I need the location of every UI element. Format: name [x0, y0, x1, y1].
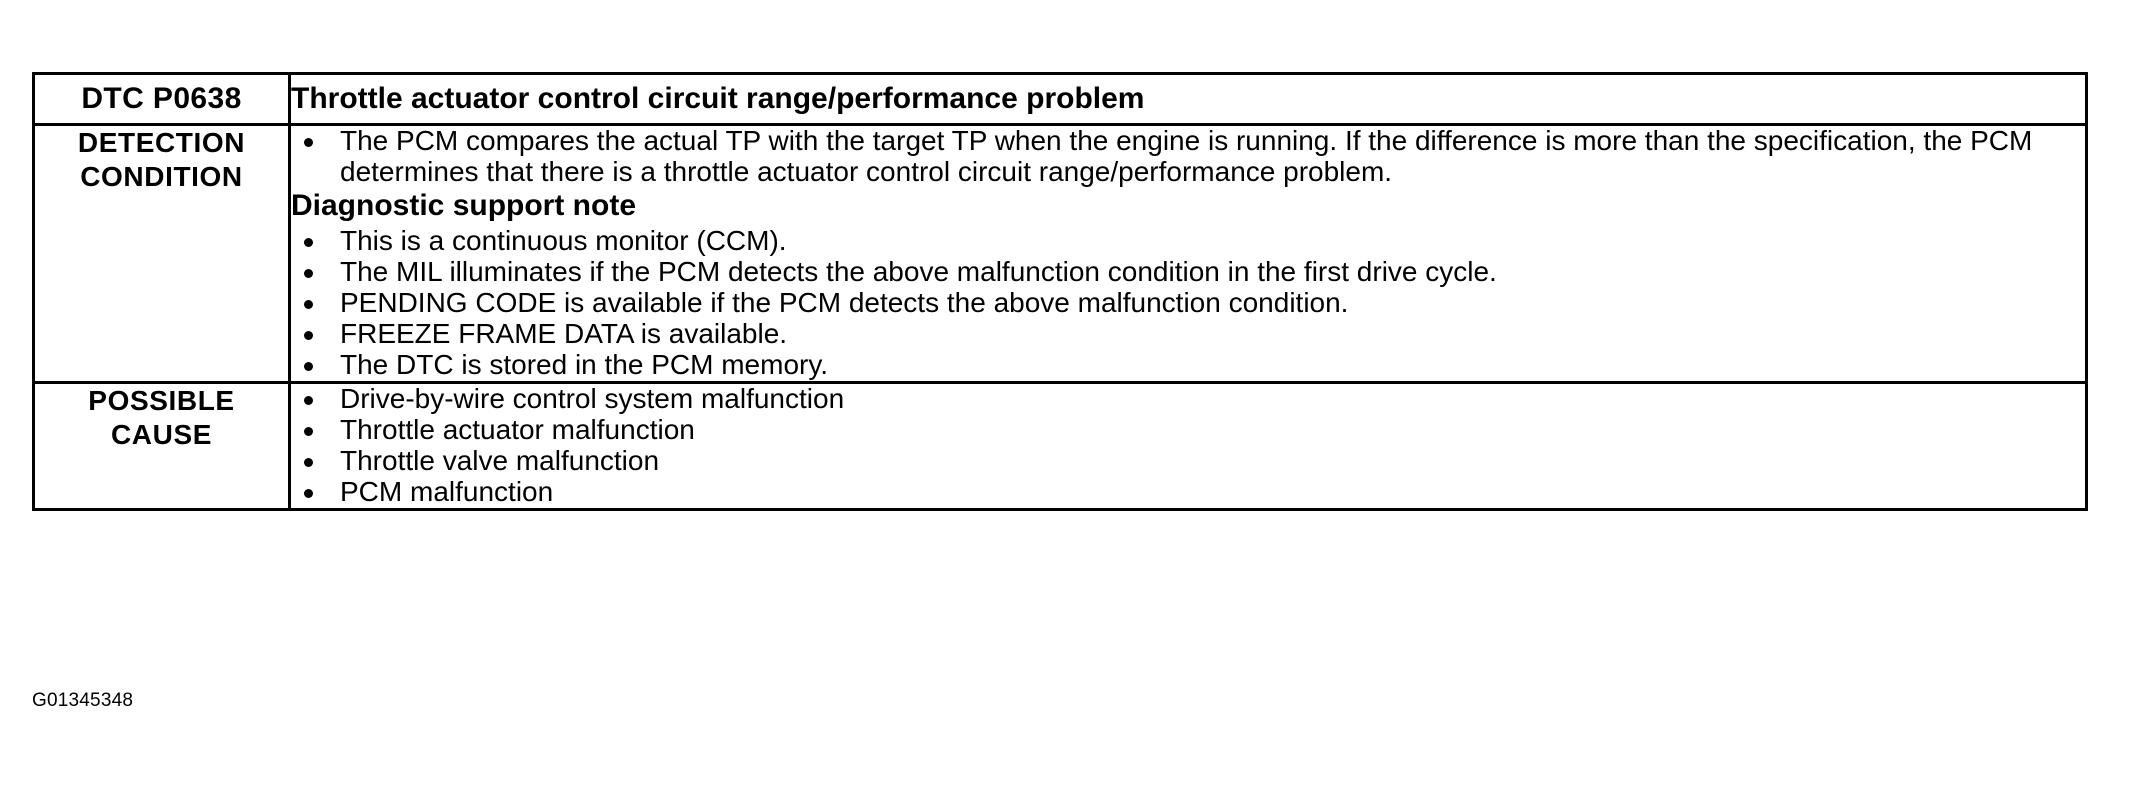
list-item: Drive-by-wire control system malfunction [291, 383, 2085, 415]
list-item-text: The DTC is stored in the PCM memory. [340, 349, 829, 380]
possible-cause-bullet-list: Drive-by-wire control system malfunction… [291, 383, 2085, 508]
detection-condition-label-cell: DETECTION CONDITION [32, 123, 291, 384]
bullet-dot-icon [304, 362, 313, 371]
dtc-table: DTC P0638 Throttle actuator control circ… [32, 72, 2088, 511]
list-item: This is a continuous monitor (CCM). [291, 225, 2085, 257]
list-item: Throttle valve malfunction [291, 445, 2085, 477]
list-item: PENDING CODE is available if the PCM det… [291, 287, 2085, 319]
list-item-text: Throttle actuator malfunction [340, 414, 695, 445]
bullet-dot-icon [304, 427, 313, 436]
detection-condition-label-line2: CONDITION [80, 161, 243, 192]
dtc-code-cell: DTC P0638 [32, 72, 291, 126]
list-item: The DTC is stored in the PCM memory. [291, 349, 2085, 381]
detection-condition-label-line1: DETECTION [77, 127, 246, 158]
bullet-dot-icon [304, 331, 313, 340]
detection-intro-bullet-list: The PCM compares the actual TP with the … [291, 125, 2085, 187]
list-item-text: Throttle valve malfunction [340, 445, 660, 476]
list-item-text: PENDING CODE is available if the PCM det… [340, 287, 1349, 318]
bullet-dot-icon [304, 238, 313, 247]
diagnostic-support-note-heading: Diagnostic support note [291, 189, 636, 222]
list-item: PCM malfunction [291, 476, 2085, 508]
possible-cause-label-cell: POSSIBLE CAUSE [32, 381, 291, 511]
bullet-dot-icon [304, 489, 313, 498]
bullet-dot-icon [304, 269, 313, 278]
possible-cause-label-line2: CAUSE [110, 419, 212, 450]
list-item-text: PCM malfunction [340, 476, 554, 507]
list-item-text: The PCM compares the actual TP with the … [340, 125, 2033, 187]
list-item-text: This is a continuous monitor (CCM). [340, 225, 787, 256]
detection-condition-content-cell: The PCM compares the actual TP with the … [288, 123, 2088, 384]
list-item: The PCM compares the actual TP with the … [291, 125, 2085, 187]
bullet-dot-icon [304, 138, 313, 147]
possible-cause-content-cell: Drive-by-wire control system malfunction… [288, 381, 2088, 511]
list-item: The MIL illuminates if the PCM detects t… [291, 256, 2085, 288]
list-item-text: FREEZE FRAME DATA is available. [340, 318, 788, 349]
dtc-description-cell: Throttle actuator control circuit range/… [288, 72, 2088, 126]
table-row-header: DTC P0638 Throttle actuator control circ… [32, 72, 2088, 126]
list-item-text: The MIL illuminates if the PCM detects t… [340, 256, 1497, 287]
bullet-dot-icon [304, 396, 313, 405]
list-item: Throttle actuator malfunction [291, 414, 2085, 446]
table-row-detection-condition: DETECTION CONDITION The PCM compares the… [32, 123, 2088, 384]
diagnostic-support-note-bullet-list: This is a continuous monitor (CCM). The … [291, 225, 2085, 381]
list-item-text: Drive-by-wire control system malfunction [340, 383, 845, 414]
bullet-dot-icon [304, 300, 313, 309]
table-row-possible-cause: POSSIBLE CAUSE Drive-by-wire control sys… [32, 381, 2088, 511]
figure-caption: G01345348 [32, 690, 134, 711]
possible-cause-label-line1: POSSIBLE [88, 385, 235, 416]
list-item: FREEZE FRAME DATA is available. [291, 318, 2085, 350]
bullet-dot-icon [304, 458, 313, 467]
